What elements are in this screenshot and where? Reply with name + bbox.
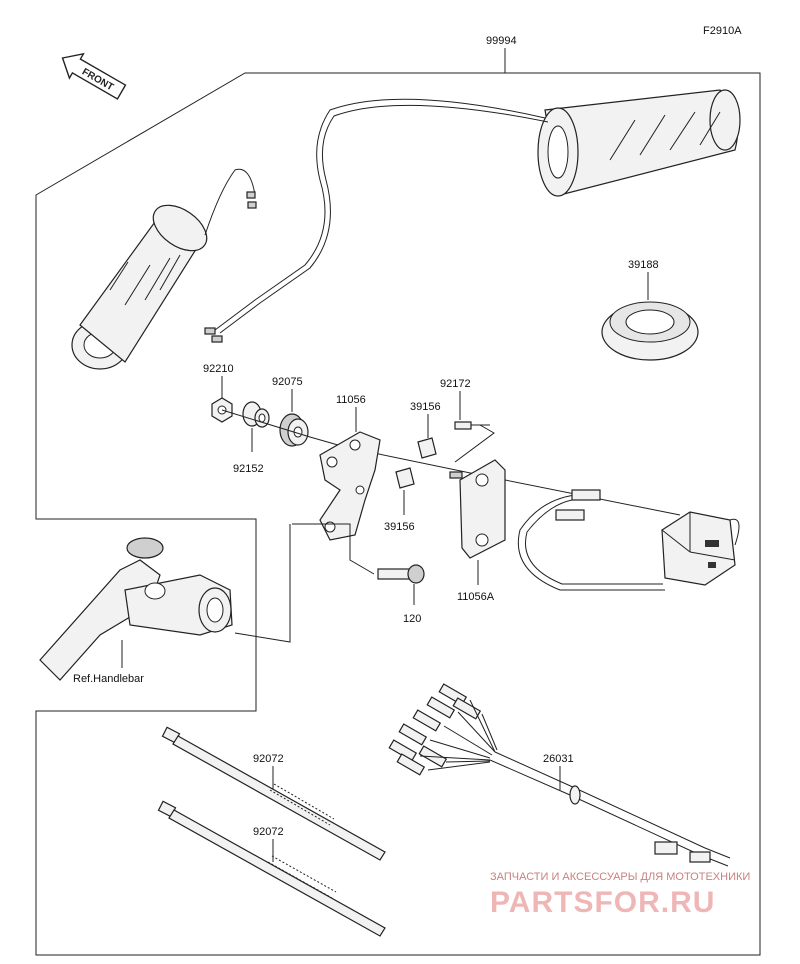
- label-band-1: 92072: [253, 753, 284, 765]
- bolt-120: [377, 564, 425, 584]
- harness-26031: [388, 683, 731, 867]
- figure-code: F2910A: [703, 25, 742, 37]
- label-harness: 26031: [543, 753, 574, 765]
- bracket-11056a: [449, 459, 506, 559]
- label-pad-lower: 39156: [384, 521, 415, 533]
- left-grip: [71, 168, 257, 370]
- handlebar-reference: [39, 524, 291, 681]
- cable-tie-1: [161, 726, 386, 861]
- label-grommet: 92075: [272, 376, 303, 388]
- grip-cable: [214, 98, 546, 331]
- label-nut: 92210: [203, 363, 234, 375]
- pad-39156-lower: [395, 467, 415, 489]
- spacer-ring: [601, 301, 699, 361]
- right-grip: [537, 89, 741, 197]
- label-collar: 92152: [233, 463, 264, 475]
- label-spacer-ring: 39188: [628, 259, 659, 271]
- cable-tie-2: [157, 800, 386, 937]
- watermark-caption: ЗАПЧАСТИ И АКСЕССУАРЫ ДЛЯ МОТОТЕХНИКИ: [490, 871, 750, 883]
- label-screw: 92172: [440, 378, 471, 390]
- label-reference: Ref.Handlebar: [73, 673, 144, 685]
- label-bolt: 120: [403, 613, 421, 625]
- label-bracket-a: 11056A: [457, 591, 495, 603]
- pad-39156-upper: [417, 437, 437, 459]
- bracket-11056: [319, 431, 381, 541]
- label-pad-upper: 39156: [410, 401, 441, 413]
- heater-switch-unit: [517, 489, 740, 591]
- label-grip-set: 99994: [486, 35, 517, 47]
- label-band-2: 92072: [253, 826, 284, 838]
- grommet-92075: [279, 413, 309, 447]
- front-arrow-icon: FRONT: [61, 52, 127, 100]
- collar-92152: [242, 401, 270, 428]
- label-bracket: 11056: [336, 394, 366, 406]
- frame-outline: [35, 72, 761, 956]
- watermark-brand: PARTSFOR.RU: [490, 886, 715, 919]
